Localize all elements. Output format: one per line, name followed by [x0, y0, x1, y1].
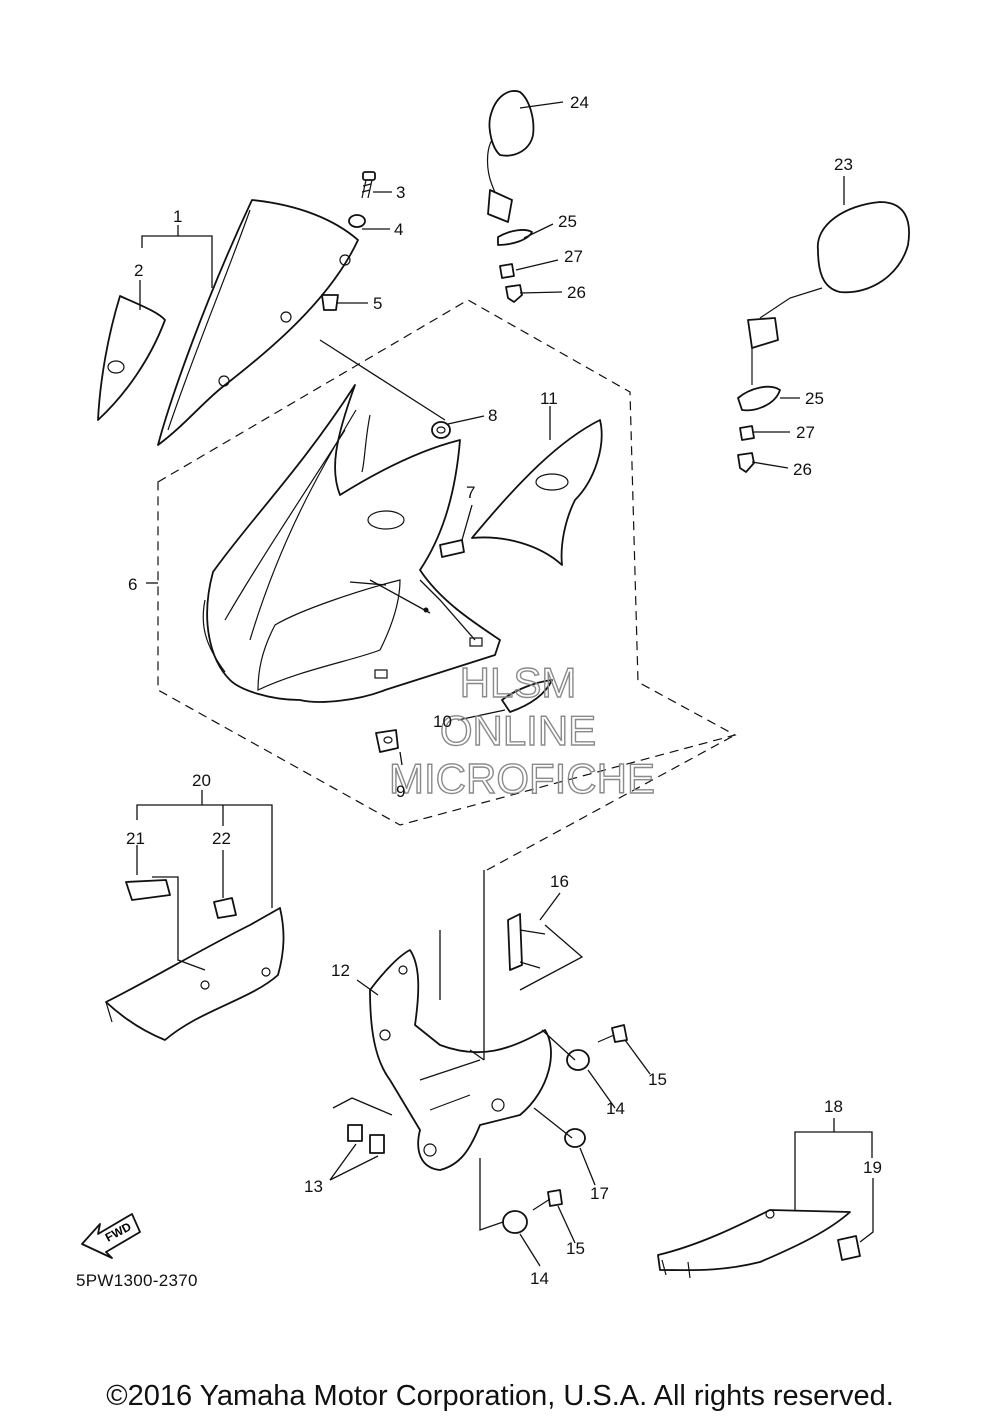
callout-26-left: 26	[793, 460, 812, 479]
clip-19-part	[837, 1235, 861, 1261]
callout-20: 20	[192, 771, 211, 790]
watermark-line-1: HLSM	[460, 659, 577, 706]
callout-24: 24	[570, 93, 589, 112]
callout-25-left: 25	[805, 389, 824, 408]
cowling-stay-part	[369, 949, 552, 1171]
callout-22: 22	[212, 829, 231, 848]
copyright-notice: ©2016 Yamaha Motor Corporation, U.S.A. A…	[106, 1380, 894, 1412]
assembly-outline-link-stay	[486, 734, 736, 871]
seal-strip-part	[439, 539, 465, 558]
seal-pad-part	[125, 879, 171, 901]
callout-18: 18	[824, 1097, 843, 1116]
callout-13: 13	[304, 1177, 323, 1196]
callout-21: 21	[126, 829, 145, 848]
bolt-15-lower-part	[532, 1189, 563, 1211]
callouts: 1 2 3 4 5 6 7 8 9 10 11 12 13 14 15 16 1…	[126, 93, 882, 1288]
collar-left-part	[739, 425, 755, 441]
fwd-arrow: FWD	[81, 1213, 141, 1259]
callout-9: 9	[396, 782, 405, 801]
damper-13a-part	[347, 1124, 363, 1142]
mirror-left-part	[747, 201, 910, 385]
callout-6: 6	[128, 575, 137, 594]
callout-12: 12	[331, 961, 350, 980]
diagram-code: 5PW1300-2370	[76, 1271, 198, 1290]
watermark-line-3: MICROFICHE	[389, 755, 655, 802]
grommet-8-part	[431, 421, 451, 439]
callout-5: 5	[373, 294, 382, 313]
callout-19: 19	[863, 1158, 882, 1177]
nut-clip-part	[375, 729, 399, 753]
upper-cowling-part	[202, 384, 501, 703]
under-bracket-part	[657, 1209, 851, 1279]
screw-part	[361, 171, 376, 199]
watermark-line-2: ONLINE	[440, 707, 596, 754]
callout-7: 7	[466, 483, 475, 502]
windshield-part	[157, 199, 359, 446]
inner-panel-part	[471, 419, 603, 566]
damper-13b-part	[369, 1134, 385, 1154]
callout-15-upper: 15	[648, 1070, 667, 1089]
side-cover-part	[105, 907, 285, 1041]
collar-right-part	[499, 263, 515, 279]
callout-14-upper: 14	[606, 1099, 625, 1118]
callout-14-lower: 14	[530, 1269, 549, 1288]
grommet-part	[321, 294, 339, 311]
well-nut-right-part	[505, 284, 523, 303]
callout-1: 1	[173, 207, 182, 226]
watermark: HLSM ONLINE MICROFICHE	[388, 658, 655, 802]
washer-part	[348, 214, 366, 228]
collar-14-lower-part	[502, 1210, 528, 1234]
callout-26-right: 26	[567, 283, 586, 302]
leader-lines	[136, 101, 874, 1267]
callout-27-right: 27	[564, 247, 583, 266]
callout-11: 11	[540, 389, 558, 408]
emblem-part	[501, 679, 553, 713]
callout-23: 23	[834, 155, 853, 174]
collar-17-part	[564, 1128, 586, 1148]
bracket-16-part	[507, 913, 546, 971]
callout-15-lower: 15	[566, 1239, 585, 1258]
callout-10: 10	[433, 712, 452, 731]
mirror-gasket-left-part	[737, 385, 781, 412]
callout-27-left: 27	[796, 423, 815, 442]
windshield-screen-part	[97, 295, 166, 421]
well-nut-left-part	[737, 452, 755, 473]
clip-nut-side-part	[213, 897, 237, 919]
callout-25-right: 25	[558, 212, 577, 231]
callout-2: 2	[134, 261, 143, 280]
collar-14-upper-part	[566, 1049, 590, 1071]
assembly-outline-upper-cowling	[157, 299, 737, 826]
callout-17: 17	[590, 1184, 609, 1203]
mirror-right-part	[486, 90, 535, 223]
callout-8: 8	[488, 406, 497, 425]
callout-4: 4	[394, 220, 403, 239]
callout-16: 16	[550, 872, 569, 891]
mirror-gasket-right-part	[497, 229, 533, 246]
bolt-15-upper-part	[597, 1024, 628, 1043]
callout-3: 3	[396, 183, 405, 202]
